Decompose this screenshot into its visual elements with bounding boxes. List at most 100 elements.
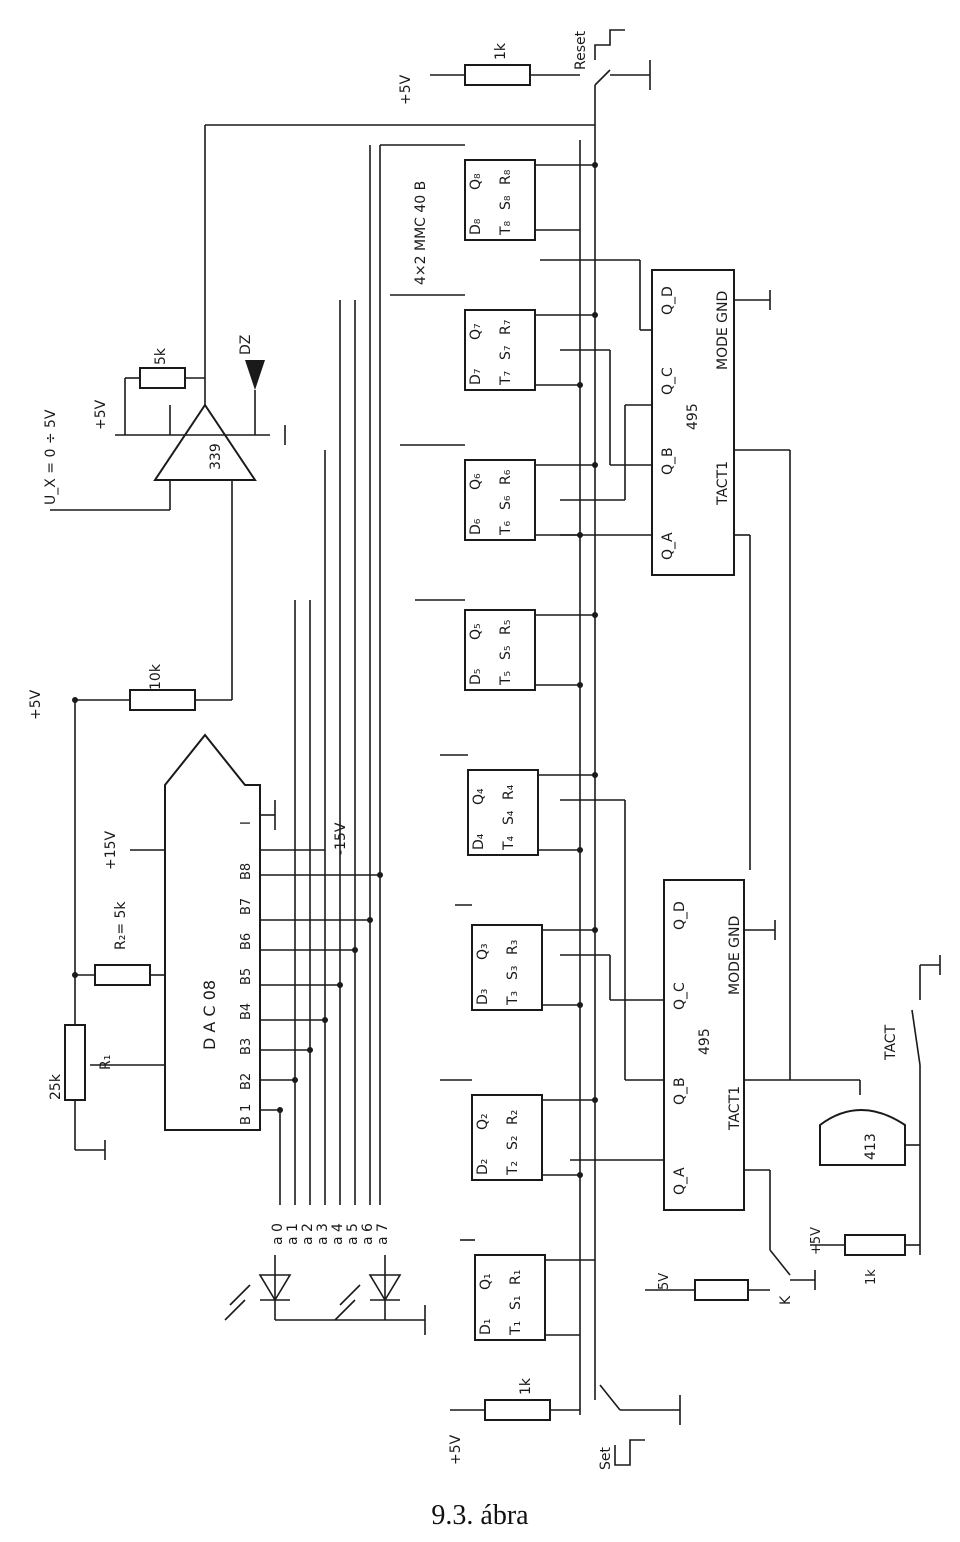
dac-b2-label: B2 (239, 1073, 254, 1090)
ff5-t-label: T₅ (498, 671, 514, 686)
resistor-5k-label: 5k (153, 347, 169, 365)
figure-caption: 9.3. ábra (431, 1500, 529, 1531)
ff7-r-label: R₇ (498, 320, 514, 335)
output-labels: a 0 a 1 a 2 a 3 a 4 a 5 a 6 a 7 (270, 1223, 391, 1245)
sr1-mode: MODE GND (715, 291, 731, 370)
supply-5v-label-tact: +5V (809, 1227, 824, 1255)
sr1-qb-label: Q_B (660, 447, 676, 475)
output-a6: a 6 (360, 1223, 376, 1245)
ff8-d-label: D₈ (468, 218, 484, 235)
ff7-d-label: D₇ (468, 369, 484, 385)
ff2-q-label: Q₂ (475, 1113, 491, 1130)
dac-b8-label: B8 (239, 863, 254, 880)
led-a7-icon (334, 1255, 402, 1321)
output-a3: a 3 (315, 1223, 331, 1245)
ff3-r-label: R₃ (505, 940, 521, 955)
ff8-t-label: T₈ (498, 220, 514, 236)
resistor-1k-reset-label: 1k (493, 42, 509, 60)
resistor-r2-label: R₂= 5k (113, 901, 129, 950)
output-a7: a 7 (375, 1223, 391, 1245)
dac-b4-label: B4 (239, 1003, 254, 1020)
flipflop-bus-wires (535, 162, 598, 1336)
pot-r1-label: R₁ (98, 1055, 114, 1070)
shift-register-wires (540, 259, 860, 1250)
reset-switch[interactable] (430, 29, 651, 90)
sr2-qc-label: Q_C (672, 982, 688, 1010)
zener-dz-label: DZ (238, 335, 254, 355)
ff8-s-label: S₈ (498, 195, 514, 210)
flipflop-1: D₁ Q₁ T₁ S₁ R₁ (474, 1254, 546, 1341)
output-a4: a 4 (330, 1223, 346, 1245)
ff6-q-label: Q₆ (468, 473, 484, 490)
flipflop-4: D₄ Q₄ T₄ S₄ R₄ (467, 769, 539, 856)
circuit-schematic: D₈ Q₈ T₈ S₈ R₈ D₇ Q₇ T₇ S₇ R₇ D₆ Q₆ T₆ S… (28, 29, 941, 1471)
set-label: Set (598, 1447, 614, 1471)
dac-b6-label: B6 (239, 933, 254, 950)
ff3-q-label: Q₃ (475, 943, 491, 960)
flipflop-5: D₅ Q₅ T₅ S₅ R₅ (464, 609, 536, 691)
ff2-d-label: D₂ (475, 1159, 491, 1175)
k-switch[interactable] (645, 1249, 816, 1301)
nand-gate-413: 413 (819, 1065, 921, 1255)
ff5-s-label: S₅ (498, 646, 514, 661)
ff1-t-label: T₁ (508, 1321, 524, 1336)
resistor-1k-tact-label: 1k (864, 1269, 879, 1285)
ff7-t-label: T₇ (498, 371, 514, 386)
flipflop-2: D₂ Q₂ T₂ S₂ R₂ (471, 1094, 543, 1181)
ff1-d-label: D₁ (478, 1319, 494, 1335)
cmos-label: 4×2 MMC 40 B (413, 181, 429, 285)
supply-5v-label-k: 5V (657, 1273, 672, 1290)
ff2-s-label: S₂ (505, 1136, 521, 1151)
flipflop-3: D₃ Q₃ T₃ S₃ R₃ (471, 924, 543, 1011)
sr2-qd-label: Q_D (672, 901, 688, 930)
reset-label: Reset (573, 30, 589, 70)
resistor-10k-label: 10k (148, 663, 164, 690)
ff6-s-label: S₆ (498, 495, 514, 510)
k-switch-label: K (778, 1295, 794, 1305)
output-a0: a 0 (270, 1223, 286, 1245)
nand-gate-label: 413 (863, 1133, 879, 1160)
shift-register-upper: Q_A Q_B Q_C Q_D 495 TACT1 MODE GND (651, 269, 735, 576)
input-ux-label: U_X = 0 ÷ 5V (43, 409, 59, 505)
dac-b3-label: B3 (239, 1038, 254, 1055)
ff4-r-label: R₄ (501, 784, 517, 800)
ff3-d-label: D₃ (475, 989, 491, 1005)
tact-switch[interactable] (911, 955, 941, 1066)
supply-5v-label-reset: +5V (398, 74, 414, 105)
dac-b1-label: B 1 (239, 1104, 254, 1125)
ff2-r-label: R₂ (505, 1110, 521, 1125)
ff3-s-label: S₃ (505, 966, 521, 981)
ff1-q-label: Q₁ (478, 1273, 494, 1290)
sr1-qa-label: Q_A (660, 532, 676, 560)
ff7-q-label: Q₇ (468, 323, 484, 340)
flipflop-7: D₇ Q₇ T₇ S₇ R₇ (464, 309, 536, 391)
resistor-1k-set-label: 1k (518, 1377, 534, 1395)
ff1-r-label: R₁ (508, 1270, 524, 1285)
ff4-s-label: S₄ (501, 810, 517, 825)
sr1-qd-label: Q_D (660, 286, 676, 315)
ff4-q-label: Q₄ (471, 788, 487, 805)
tact-label: TACT (883, 1024, 899, 1061)
shift-register-lower: Q_A Q_B Q_C Q_D 495 TACT1 MODE GND (663, 879, 745, 1211)
ff2-t-label: T₂ (505, 1161, 521, 1176)
supply-5v-label-comparator: +5V (93, 399, 109, 430)
supply-5v-label-left: +5V (28, 689, 44, 720)
ff4-d-label: D₄ (471, 833, 487, 850)
output-a2: a 2 (300, 1223, 316, 1245)
dac-b7-label: B7 (239, 898, 254, 915)
ff4-t-label: T₄ (501, 835, 517, 851)
ff8-q-label: Q₈ (468, 173, 484, 190)
ff5-r-label: R₅ (498, 620, 514, 635)
ff6-d-label: D₆ (468, 518, 484, 535)
ff3-t-label: T₃ (505, 991, 521, 1006)
sr2-number: 495 (697, 1028, 713, 1055)
comparator-339: 339 (50, 124, 595, 700)
ff8-r-label: R₈ (498, 169, 514, 185)
ff6-r-label: R₆ (498, 469, 514, 485)
sr1-qc-label: Q_C (660, 367, 676, 395)
dac-bit-wires (260, 144, 475, 1241)
led-a0-icon (224, 1255, 292, 1321)
dac08-chip: D A C 08 B 1 B2 B3 B4 B5 B6 B7 B8 I (164, 733, 261, 1131)
set-switch[interactable] (450, 1384, 681, 1466)
tact-pullup (810, 1234, 920, 1256)
